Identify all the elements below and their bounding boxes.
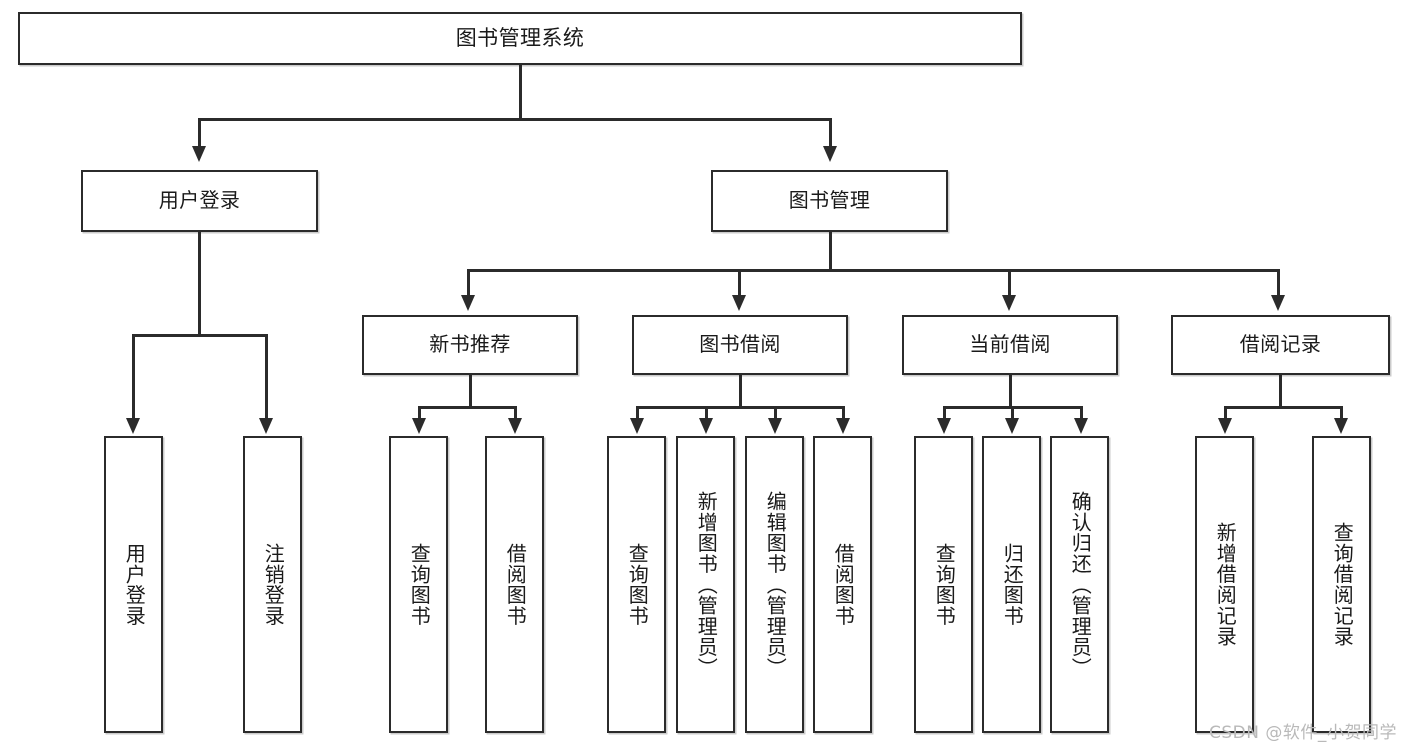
connector-nb-to-leaf-2 — [514, 406, 517, 420]
arrowhead-nb-to-leaf-1 — [412, 418, 426, 434]
leaf-current-borrow-confirm-return[interactable]: 确认归还（管理员） — [1050, 436, 1109, 733]
node-label: 新增图书（管理员） — [694, 490, 719, 679]
leaf-user-login-login[interactable]: 用户登录 — [104, 436, 163, 733]
node-label: 查询图书 — [407, 542, 432, 627]
arrowhead-bb-to-leaf-3 — [768, 418, 782, 434]
connector-user-login-to-leaf-1 — [132, 334, 135, 420]
node-label: 图书管理系统 — [455, 26, 585, 51]
connector-br-to-leaf-1 — [1224, 406, 1227, 420]
connector-user-login-stem — [198, 232, 201, 336]
connector-borrow-record-stem — [1279, 375, 1282, 408]
connector-book-borrow-bus — [636, 406, 842, 409]
node-book-borrow[interactable]: 图书借阅 — [632, 315, 848, 375]
connector-cb-to-leaf-3 — [1080, 406, 1083, 420]
connector-nb-to-leaf-1 — [418, 406, 421, 420]
arrowhead-bm-to-new-book — [461, 295, 475, 311]
node-label: 注销登录 — [261, 542, 286, 627]
node-label: 查询借阅记录 — [1330, 522, 1355, 647]
node-label: 编辑图书（管理员） — [763, 490, 788, 679]
arrowhead-user-login-to-leaf-2 — [259, 418, 273, 434]
connector-new-book-bus — [418, 406, 516, 409]
connector-bb-to-leaf-4 — [842, 406, 845, 420]
connector-new-book-stem — [469, 375, 472, 408]
connector-root-to-book-management — [829, 118, 832, 148]
node-label: 确认归还（管理员） — [1068, 490, 1093, 679]
connector-bb-to-leaf-2 — [705, 406, 708, 420]
node-label: 查询图书 — [932, 542, 957, 627]
node-label: 新书推荐 — [429, 332, 511, 357]
arrowhead-cb-to-leaf-1 — [937, 418, 951, 434]
connector-user-login-to-leaf-2 — [265, 334, 268, 420]
node-user-login[interactable]: 用户登录 — [81, 170, 318, 232]
arrowhead-root-to-book-management — [823, 146, 837, 162]
arrowhead-bb-to-leaf-4 — [836, 418, 850, 434]
arrowhead-bm-to-borrow-record — [1271, 295, 1285, 311]
node-current-borrow[interactable]: 当前借阅 — [902, 315, 1118, 375]
leaf-new-book-query-book[interactable]: 查询图书 — [389, 436, 448, 733]
node-label: 当前借阅 — [969, 332, 1051, 357]
leaf-new-book-borrow-book[interactable]: 借阅图书 — [485, 436, 544, 733]
connector-borrow-record-bus — [1224, 406, 1342, 409]
connector-bm-to-new-book — [467, 269, 470, 297]
arrowhead-bm-to-current-borrow — [1002, 295, 1016, 311]
arrowhead-cb-to-leaf-2 — [1005, 418, 1019, 434]
csdn-watermark: CSDN @软件_小贺同学 — [1208, 723, 1397, 743]
leaf-user-login-logout[interactable]: 注销登录 — [243, 436, 302, 733]
arrowhead-br-to-leaf-2 — [1334, 418, 1348, 434]
connector-bb-to-leaf-3 — [774, 406, 777, 420]
connector-root-bus — [198, 118, 832, 121]
leaf-current-borrow-query-book[interactable]: 查询图书 — [914, 436, 973, 733]
node-root-book-management-system[interactable]: 图书管理系统 — [18, 12, 1022, 65]
node-new-book-recommend[interactable]: 新书推荐 — [362, 315, 578, 375]
connector-root-to-user-login — [198, 118, 201, 148]
leaf-borrow-record-add-record[interactable]: 新增借阅记录 — [1195, 436, 1254, 733]
connector-bm-to-current-borrow — [1008, 269, 1011, 297]
connector-cb-to-leaf-2 — [1011, 406, 1014, 420]
arrowhead-cb-to-leaf-3 — [1074, 418, 1088, 434]
leaf-book-borrow-borrow-book[interactable]: 借阅图书 — [813, 436, 872, 733]
leaf-current-borrow-return-book[interactable]: 归还图书 — [982, 436, 1041, 733]
node-label: 借阅图书 — [503, 542, 528, 627]
arrowhead-br-to-leaf-1 — [1218, 418, 1232, 434]
arrowhead-root-to-user-login — [192, 146, 206, 162]
node-label: 借阅记录 — [1239, 332, 1322, 357]
connector-root-stem — [519, 65, 522, 119]
connector-bm-to-book-borrow — [738, 269, 741, 297]
node-label: 借阅图书 — [831, 542, 856, 627]
node-borrow-record[interactable]: 借阅记录 — [1171, 315, 1390, 375]
arrowhead-bm-to-book-borrow — [732, 295, 746, 311]
leaf-book-borrow-add-book[interactable]: 新增图书（管理员） — [676, 436, 735, 733]
connector-book-management-stem — [829, 232, 832, 271]
arrowhead-bb-to-leaf-2 — [699, 418, 713, 434]
connector-bm-to-borrow-record — [1277, 269, 1280, 297]
connector-book-management-bus — [467, 269, 1277, 272]
leaf-book-borrow-edit-book[interactable]: 编辑图书（管理员） — [745, 436, 804, 733]
node-label: 用户登录 — [122, 542, 147, 627]
connector-user-login-bus — [132, 334, 267, 337]
connector-book-borrow-stem — [739, 375, 742, 408]
node-label: 查询图书 — [625, 542, 650, 627]
connector-current-borrow-stem — [1009, 375, 1012, 408]
node-book-management[interactable]: 图书管理 — [711, 170, 948, 232]
leaf-book-borrow-query-book[interactable]: 查询图书 — [607, 436, 666, 733]
leaf-borrow-record-query-record[interactable]: 查询借阅记录 — [1312, 436, 1371, 733]
node-label: 用户登录 — [158, 188, 241, 213]
arrowhead-nb-to-leaf-2 — [508, 418, 522, 434]
node-label: 图书管理 — [788, 188, 871, 213]
arrowhead-bb-to-leaf-1 — [630, 418, 644, 434]
arrowhead-user-login-to-leaf-1 — [126, 418, 140, 434]
node-label: 新增借阅记录 — [1213, 522, 1238, 647]
node-label: 图书借阅 — [699, 332, 781, 357]
connector-bb-to-leaf-1 — [636, 406, 639, 420]
node-label: 归还图书 — [1000, 542, 1025, 627]
connector-cb-to-leaf-1 — [943, 406, 946, 420]
connector-br-to-leaf-2 — [1340, 406, 1343, 420]
